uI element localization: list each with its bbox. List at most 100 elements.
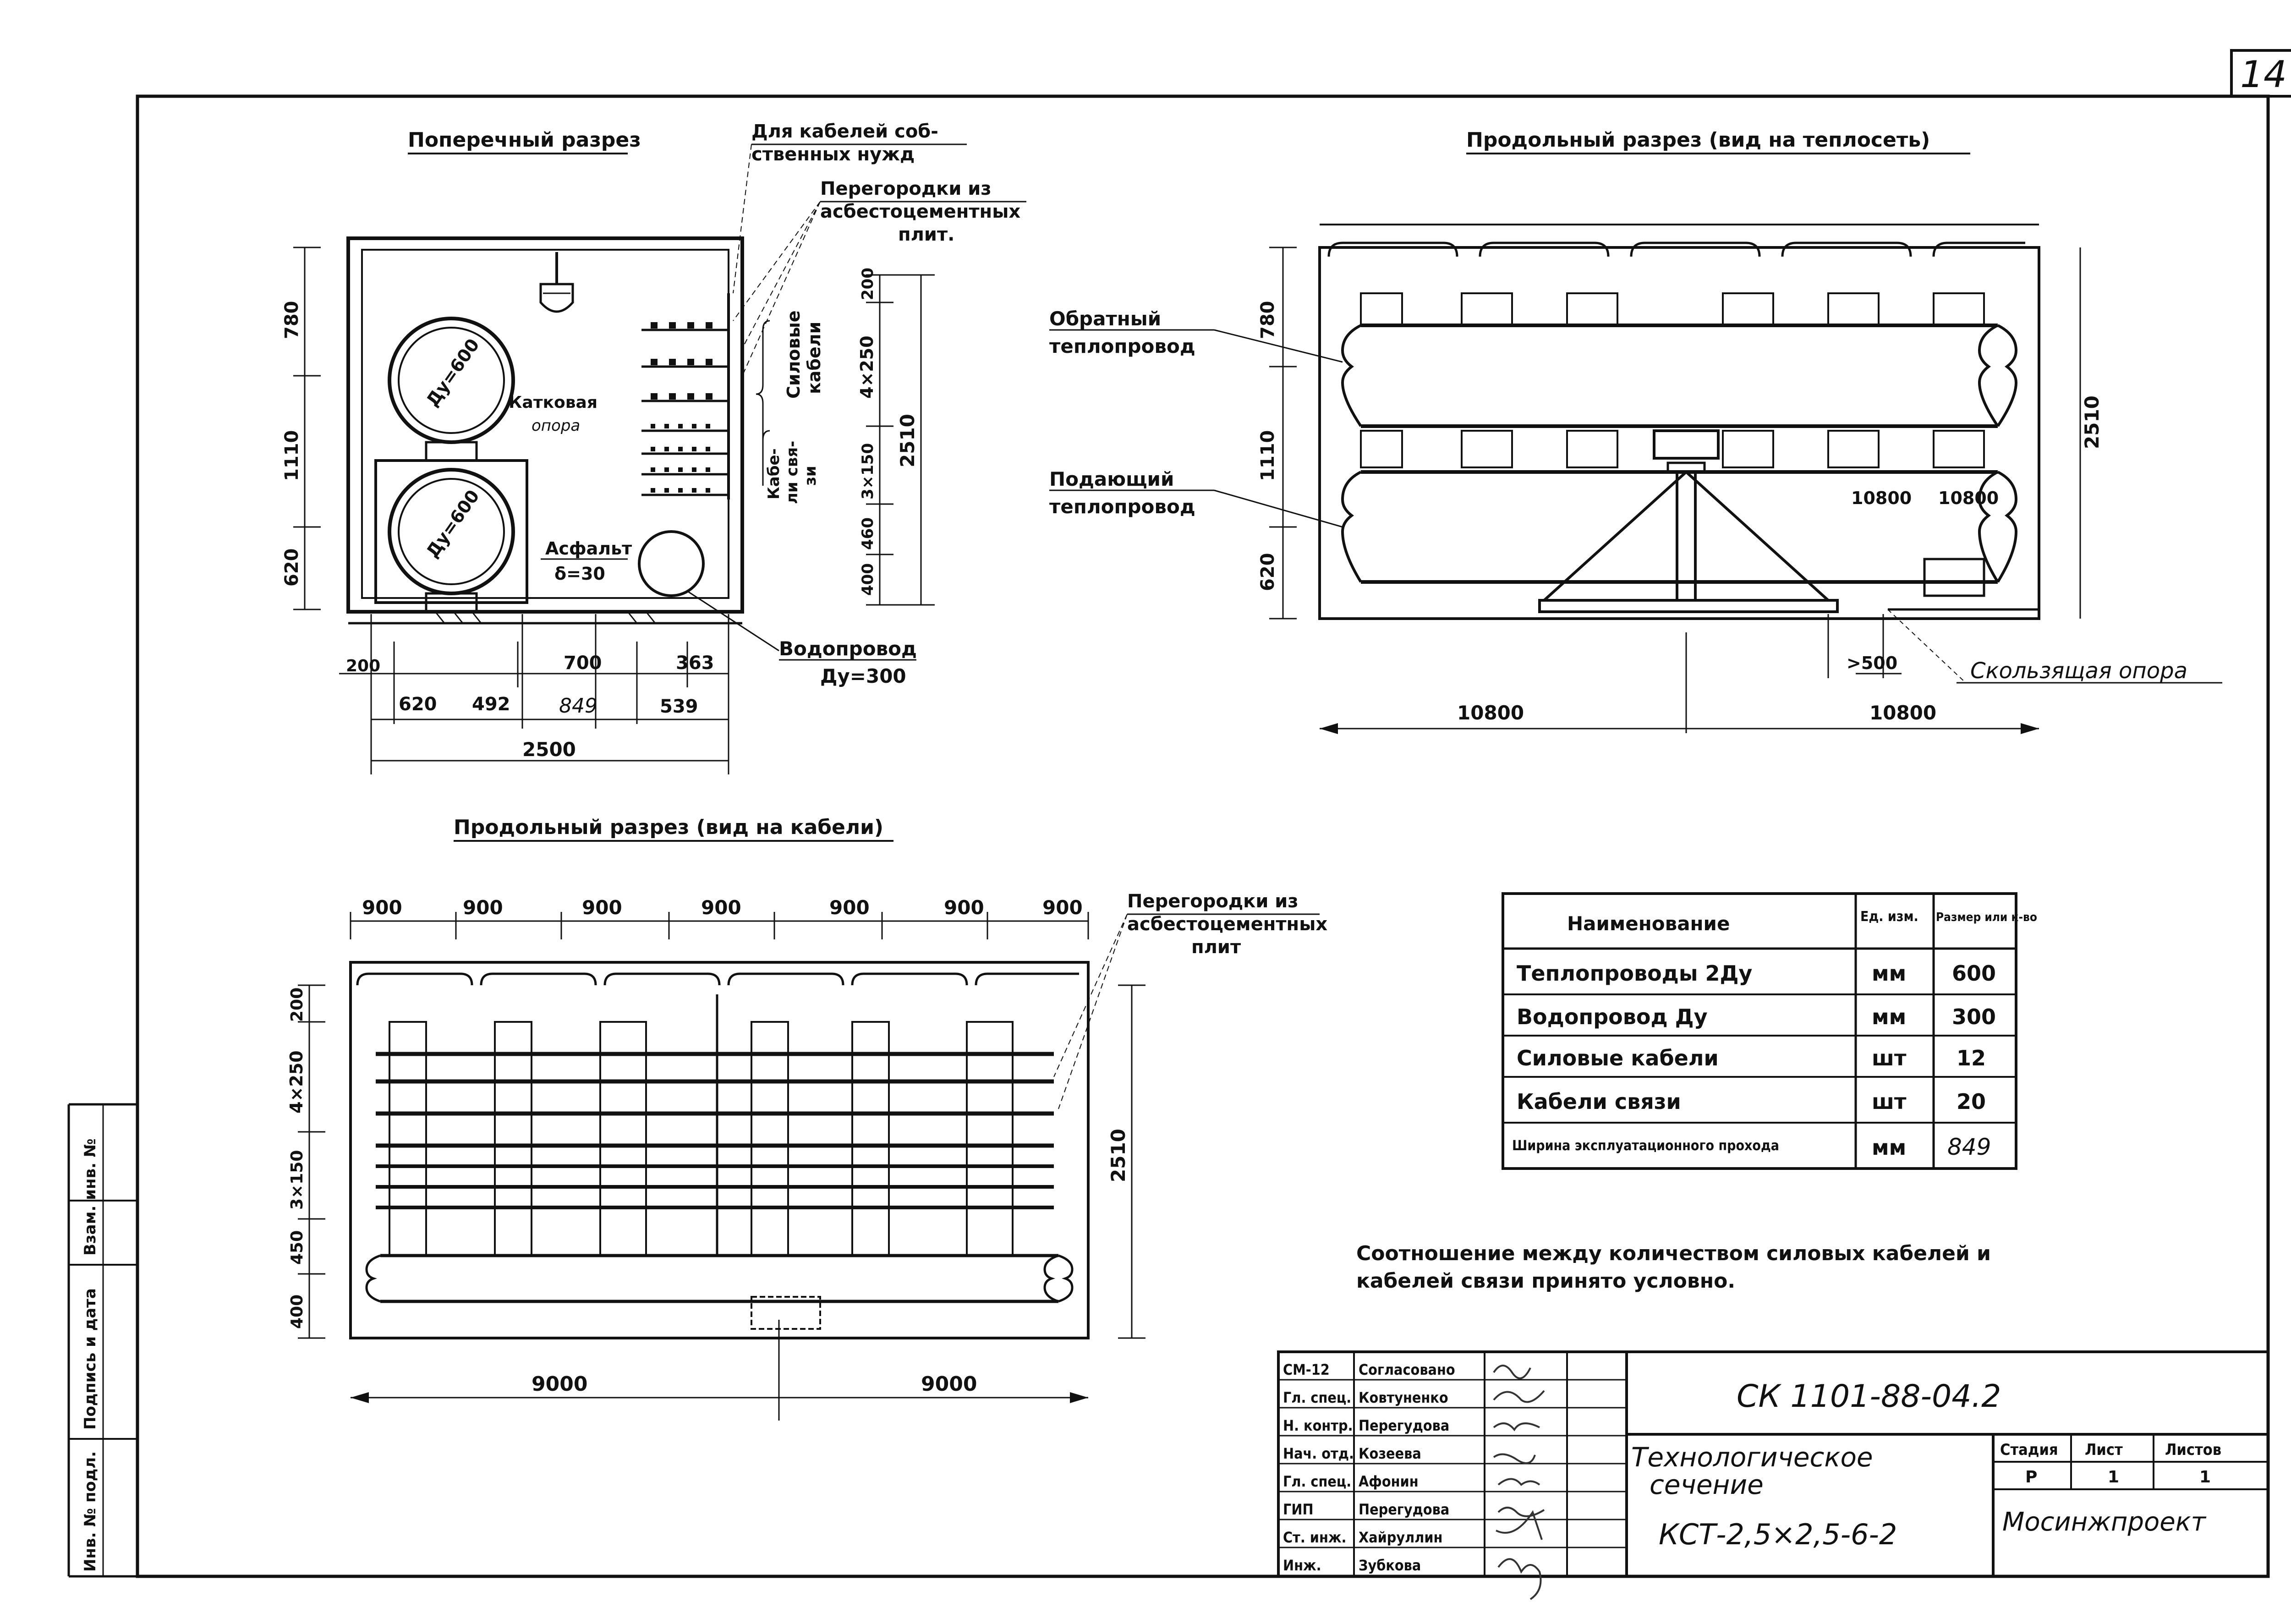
sig-name-1: Ковтуненко	[1359, 1389, 1448, 1406]
heat-bottom-dim-2: 10800	[1869, 702, 1936, 724]
dim-left-1110: 1110	[281, 430, 302, 481]
row-3-name: Кабели связи	[1517, 1089, 1681, 1114]
sig-name-2: Перегудова	[1359, 1417, 1449, 1434]
organization: Мосинжпроект	[2002, 1507, 2207, 1537]
power-cables-label-2: кабели	[804, 322, 824, 394]
roller-support	[425, 441, 478, 462]
callout-own-cables-2: ственных нужд	[751, 144, 915, 165]
dim-right-4x250: 4×250	[857, 335, 877, 399]
supply-pipe-label-2: теплопровод	[1049, 495, 1195, 518]
handwritten-signatures	[1493, 1365, 1545, 1600]
cable-shelves	[641, 293, 730, 499]
document-code: СК 1101-88-04.2	[1737, 1378, 2001, 1415]
dim-right-200: 200	[859, 268, 877, 300]
sheet-header: Лист	[2085, 1441, 2123, 1459]
sheets-value: 1	[2199, 1468, 2211, 1487]
callout-partitions-2: асбестоцементных	[820, 201, 1020, 222]
heat-channel	[1318, 246, 2040, 620]
heat-dim-620: 620	[1257, 553, 1278, 592]
sliding-support-label: Скользящая опора	[1970, 658, 2187, 684]
sheet-value: 1	[2108, 1468, 2119, 1487]
row-4-name: Ширина эксплуатационного прохода	[1512, 1138, 1779, 1154]
stage-header: Стадия	[2000, 1441, 2058, 1459]
cables-callout-partitions: Перегородки из	[1127, 891, 1299, 912]
row-4-value: 849	[1947, 1134, 1991, 1160]
dim-bottom-200: 200	[346, 657, 380, 675]
truss-support	[1538, 429, 1839, 613]
drawing-title-2: сечение	[1650, 1469, 1764, 1500]
dim-bottom-492: 492	[472, 694, 510, 715]
stage-value: Р	[2025, 1468, 2037, 1487]
note-line-1: Соотношение между количеством силовых ка…	[1356, 1242, 1991, 1265]
table-header-name: Наименование	[1567, 912, 1730, 935]
long-section-heat-title: Продольный разрез (вид на теплосеть)	[1466, 128, 1930, 152]
row-1-value: 300	[1952, 1004, 1996, 1029]
cables-dim-450: 450	[288, 1230, 307, 1265]
sig-name-7: Зубкова	[1359, 1557, 1421, 1574]
dim-right-460: 460	[859, 517, 877, 550]
stamp-inv-podl: Инв. № подл.	[81, 1451, 99, 1572]
water-pipe-label: Водопровод	[779, 637, 917, 660]
cables-dim-4x250: 4×250	[286, 1050, 307, 1114]
top-dim-7: 900	[1042, 896, 1083, 919]
supply-pipe	[1341, 470, 2018, 584]
water-pipe-long	[365, 1254, 1074, 1303]
power-cables-label: Силовые	[784, 310, 804, 399]
heat-bottom-dim-1: 10800	[1457, 702, 1524, 724]
asphalt-label: Асфальт	[545, 538, 632, 559]
row-2-name: Силовые кабели	[1517, 1046, 1719, 1070]
row-3-unit: шт	[1872, 1089, 1907, 1114]
upper-pipe: Ду=600	[388, 317, 515, 444]
drawing-title-1: Технологическое	[1631, 1442, 1873, 1473]
cables-dim-400: 400	[288, 1295, 307, 1329]
channel-outline	[346, 236, 744, 614]
water-pipe-diameter: Ду=300	[820, 665, 906, 687]
sheet-frame: Инв. № подл. Подпись и дата Взам. инв. №…	[67, 49, 2291, 1578]
return-pipe-label-2: теплопровод	[1049, 335, 1195, 357]
row-2-value: 12	[1957, 1046, 1986, 1070]
cable-partitions	[389, 994, 1014, 1256]
cables-dim-3x150: 3×150	[288, 1150, 307, 1210]
supply-pipe-label: Подающий	[1049, 468, 1174, 490]
dim-500: >500	[1847, 653, 1897, 673]
inner-dim-2: 10800	[1938, 488, 1999, 508]
top-dim-3: 900	[582, 896, 622, 919]
cables-callout-partitions-2: асбестоцементных	[1127, 914, 1327, 935]
cables-dim-2510: 2510	[1107, 1129, 1129, 1182]
row-1-unit: мм	[1872, 1004, 1906, 1029]
row-3-value: 20	[1957, 1089, 1986, 1114]
dim-bottom-620: 620	[399, 694, 437, 715]
dim-left-780: 780	[281, 301, 302, 340]
heat-dim-2510: 2510	[2081, 395, 2103, 449]
top-dim-2: 900	[463, 896, 503, 919]
top-dim-4: 900	[701, 896, 741, 919]
row-0-name: Теплопроводы 2Ду	[1517, 961, 1752, 986]
dim-bottom-700: 700	[564, 653, 602, 674]
drawing-title-3: КСТ-2,5×2,5-6-2	[1659, 1518, 1897, 1551]
comm-cables-label-3: зи	[801, 466, 820, 486]
top-dim-6: 900	[944, 896, 984, 919]
return-pipe	[1341, 324, 2018, 428]
stamp-replace: Взам. инв. №	[81, 1138, 99, 1256]
callout-partitions-3: плит.	[898, 224, 954, 245]
upper-pipe-label: Ду=600	[422, 335, 483, 410]
cable-channel	[349, 961, 1090, 1339]
cables-callout-partitions-3: плит	[1191, 937, 1241, 958]
lower-pipe: Ду=600	[388, 468, 515, 595]
dim-right-400: 400	[859, 563, 877, 596]
sig-role-6: Ст. инж.	[1283, 1529, 1346, 1546]
return-pipe-label: Обратный	[1049, 307, 1161, 330]
sig-role-3: Нач. отд.	[1283, 1445, 1354, 1462]
long-section-cables-title: Продольный разрез (вид на кабели)	[454, 816, 883, 839]
row-2-unit: шт	[1872, 1046, 1907, 1070]
cross-section: Поперечный разрез Ду=600 Ду=600 Катковая	[281, 121, 1026, 774]
asphalt-thickness: δ=30	[554, 564, 605, 584]
cables-bottom-dim-1: 9000	[532, 1372, 587, 1396]
callout-own-cables: Для кабелей соб-	[751, 121, 938, 142]
sheet-number: 14	[2240, 53, 2287, 96]
top-dim-5: 900	[829, 896, 870, 919]
note: Соотношение между количеством силовых ка…	[1356, 1242, 1991, 1293]
row-0-value: 600	[1952, 961, 1996, 986]
sig-name-5: Перегудова	[1359, 1501, 1449, 1518]
dim-bottom-849: 849	[559, 694, 597, 718]
